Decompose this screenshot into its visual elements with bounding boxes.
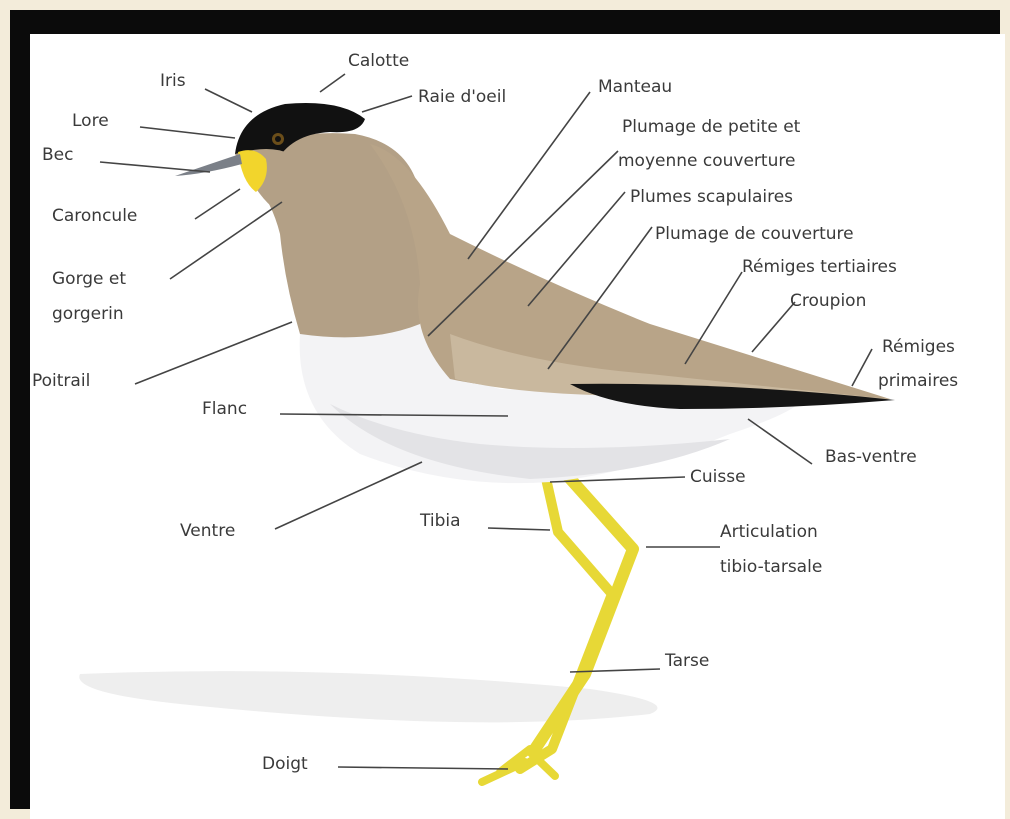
label-calotte: Calotte: [348, 51, 409, 71]
bird-bill: [175, 154, 242, 176]
label-flanc: Flanc: [202, 399, 247, 419]
label-croupion: Croupion: [790, 291, 866, 311]
label-scapulaires: Plumes scapulaires: [630, 187, 793, 207]
label-plumage-petite-2: moyenne couverture: [618, 151, 795, 171]
label-bas-ventre: Bas-ventre: [825, 447, 917, 467]
label-gorge-2: gorgerin: [52, 304, 124, 324]
label-bec: Bec: [42, 145, 73, 165]
label-plumage-petite-1: Plumage de petite et: [622, 117, 801, 137]
label-tarse: Tarse: [664, 651, 709, 671]
label-raie-oeil: Raie d'oeil: [418, 87, 506, 107]
bird-legs: [482, 474, 633, 782]
label-iris: Iris: [160, 71, 186, 91]
label-ventre: Ventre: [180, 521, 235, 541]
label-gorge-1: Gorge et: [52, 269, 126, 289]
label-remiges-primaires-2: primaires: [878, 371, 958, 391]
label-remiges-tertiaires: Rémiges tertiaires: [742, 257, 897, 277]
label-plumage-couverture: Plumage de couverture: [655, 224, 854, 244]
label-lore: Lore: [72, 111, 109, 131]
label-manteau: Manteau: [598, 77, 672, 97]
label-poitrail: Poitrail: [32, 371, 90, 391]
label-articulation-2: tibio-tarsale: [720, 557, 822, 577]
bird-anatomy-diagram: Calotte Iris Raie d'oeil Manteau Lore Be…: [30, 34, 1005, 819]
diagram-canvas: Calotte Iris Raie d'oeil Manteau Lore Be…: [30, 34, 1005, 819]
label-doigt: Doigt: [262, 754, 308, 774]
label-remiges-primaires-1: Rémiges: [882, 337, 955, 357]
label-tibia: Tibia: [419, 511, 461, 531]
label-caroncule: Caroncule: [52, 206, 137, 226]
label-cuisse: Cuisse: [690, 467, 746, 487]
label-articulation-1: Articulation: [720, 522, 818, 542]
